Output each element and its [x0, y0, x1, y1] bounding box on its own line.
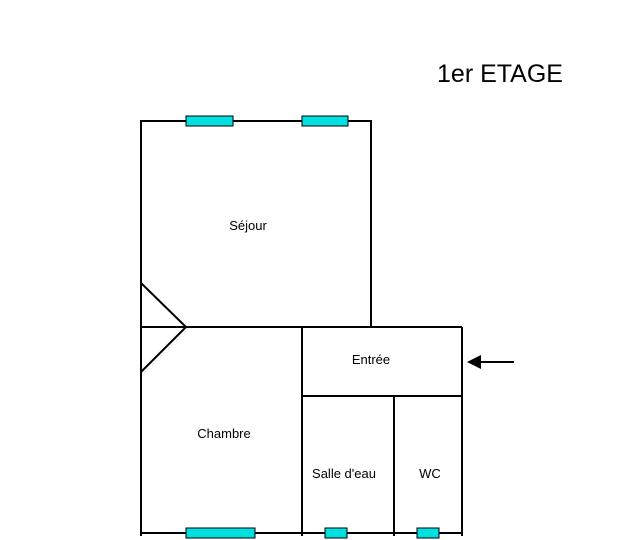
sejour-walls — [140, 120, 372, 536]
arrow-left-icon — [467, 355, 514, 369]
room-label-entree: Entrée — [352, 352, 390, 367]
window-wc — [416, 527, 440, 539]
room-chambre: Chambre — [197, 327, 303, 536]
room-sejour: Séjour — [140, 120, 372, 536]
room-label-sejour: Séjour — [229, 218, 267, 233]
room-label-salle-deau: Salle d'eau — [312, 466, 376, 481]
room-label-chambre: Chambre — [197, 426, 250, 441]
door-swing — [140, 282, 188, 373]
window-sejour-right — [301, 115, 349, 127]
room-label-wc: WC — [419, 466, 441, 481]
window-chambre — [185, 527, 256, 539]
floor-title: 1er ETAGE — [437, 60, 563, 88]
room-entree: Entrée — [302, 327, 463, 536]
window-salle-deau — [324, 527, 348, 539]
window-sejour-left — [185, 115, 234, 127]
door-swing-lines — [140, 282, 188, 373]
